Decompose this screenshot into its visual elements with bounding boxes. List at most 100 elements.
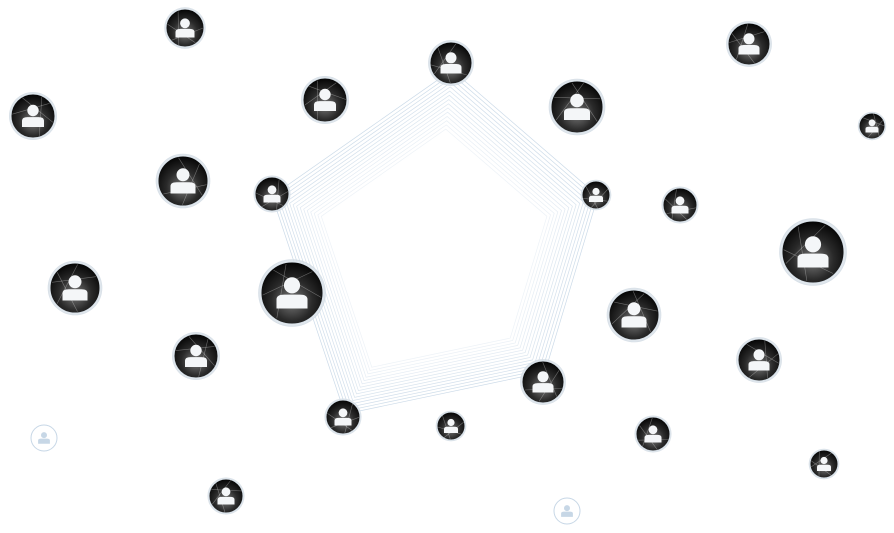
person-sphere-icon — [207, 477, 245, 515]
person-head — [445, 52, 457, 64]
sphere-glint — [671, 189, 677, 220]
person-head — [68, 275, 82, 289]
pentagon-ring — [320, 128, 548, 368]
sphere-glint — [39, 97, 43, 136]
sphere-glint — [797, 226, 808, 281]
person-head — [447, 418, 455, 427]
person-head — [221, 487, 231, 497]
sphere-glint — [736, 24, 749, 60]
person-head — [180, 18, 190, 29]
pentagon-ring — [299, 103, 570, 388]
person-sphere-icon — [324, 398, 362, 436]
person-sphere-icon — [606, 287, 662, 343]
person-head — [648, 425, 658, 435]
pentagon-ring — [306, 111, 562, 382]
person-head — [267, 185, 277, 195]
pentagon-ring — [275, 73, 595, 412]
pentagon-ring — [296, 99, 573, 392]
person-body — [62, 289, 88, 301]
faded-person-icon — [553, 497, 581, 525]
sphere-glint — [632, 291, 651, 333]
sphere-glint — [434, 43, 457, 75]
person-body — [170, 182, 196, 194]
person-sphere-icon — [47, 260, 103, 316]
person-sphere-icon — [258, 259, 326, 327]
person-sphere-icon — [428, 40, 474, 86]
person-body — [589, 195, 603, 202]
pentagon-ring — [310, 116, 559, 378]
person-sphere-icon — [548, 78, 606, 136]
pentagon-ring — [285, 86, 584, 402]
pentagon-ring — [303, 107, 566, 385]
person-body — [865, 126, 879, 133]
person-sphere-icon — [164, 7, 206, 49]
person-body — [797, 253, 829, 268]
person-body — [561, 511, 573, 517]
person-head — [592, 187, 600, 196]
person-body — [217, 496, 235, 505]
person-sphere-icon — [661, 186, 699, 224]
person-body — [748, 361, 770, 371]
person-body — [22, 117, 44, 127]
person-body — [444, 426, 458, 433]
sphere-glint — [178, 157, 203, 196]
person-head — [319, 88, 331, 101]
person-sphere-icon — [301, 76, 349, 124]
sphere-glint — [764, 340, 768, 379]
sphere-glint — [642, 417, 653, 447]
person-head — [27, 104, 39, 117]
sphere-glint — [177, 11, 180, 46]
person-body — [175, 28, 195, 38]
person-head — [41, 432, 47, 439]
person-body — [38, 438, 50, 444]
sphere-glint — [188, 336, 215, 366]
pentagon-ring — [282, 82, 588, 405]
sphere-glint — [542, 361, 557, 397]
person-head — [753, 349, 765, 361]
person-head — [868, 119, 876, 127]
person-body — [440, 64, 462, 74]
person-sphere-icon — [779, 218, 847, 286]
pentagon-ring — [292, 94, 577, 395]
pentagon-ring — [271, 69, 599, 415]
person-body — [738, 45, 760, 55]
person-head — [190, 344, 202, 357]
sphere-glint — [56, 264, 78, 304]
person-body — [314, 101, 336, 111]
person-head — [570, 93, 584, 108]
faded-person-icon — [30, 424, 58, 452]
person-body — [263, 194, 281, 203]
person-head — [176, 168, 190, 182]
sphere-glint — [276, 264, 287, 319]
pentagon-wireframe — [271, 69, 599, 415]
person-head — [820, 456, 828, 465]
person-head — [743, 33, 755, 45]
pentagon-ring — [289, 90, 581, 398]
person-head — [537, 371, 549, 383]
person-body — [817, 464, 831, 471]
pentagon-ring — [317, 124, 551, 371]
person-sphere-icon — [808, 448, 840, 480]
sphere-glint — [276, 179, 280, 210]
person-body — [564, 108, 590, 120]
sphere-glint — [555, 83, 584, 121]
person-nodes — [9, 7, 887, 525]
person-body — [276, 294, 308, 309]
person-head — [564, 505, 570, 512]
person-sphere-icon — [435, 410, 467, 442]
person-head — [675, 196, 685, 206]
person-body — [334, 417, 352, 426]
person-sphere-icon — [253, 175, 291, 213]
person-body — [671, 205, 689, 214]
person-sphere-icon — [155, 153, 211, 209]
sphere-glint — [211, 480, 231, 505]
person-head — [283, 277, 301, 294]
person-body — [532, 383, 554, 393]
person-sphere-icon — [580, 179, 612, 211]
person-sphere-icon — [857, 111, 887, 141]
person-head — [338, 408, 348, 418]
person-head — [627, 302, 641, 316]
person-sphere-icon — [520, 359, 566, 405]
person-sphere-icon — [634, 415, 672, 453]
